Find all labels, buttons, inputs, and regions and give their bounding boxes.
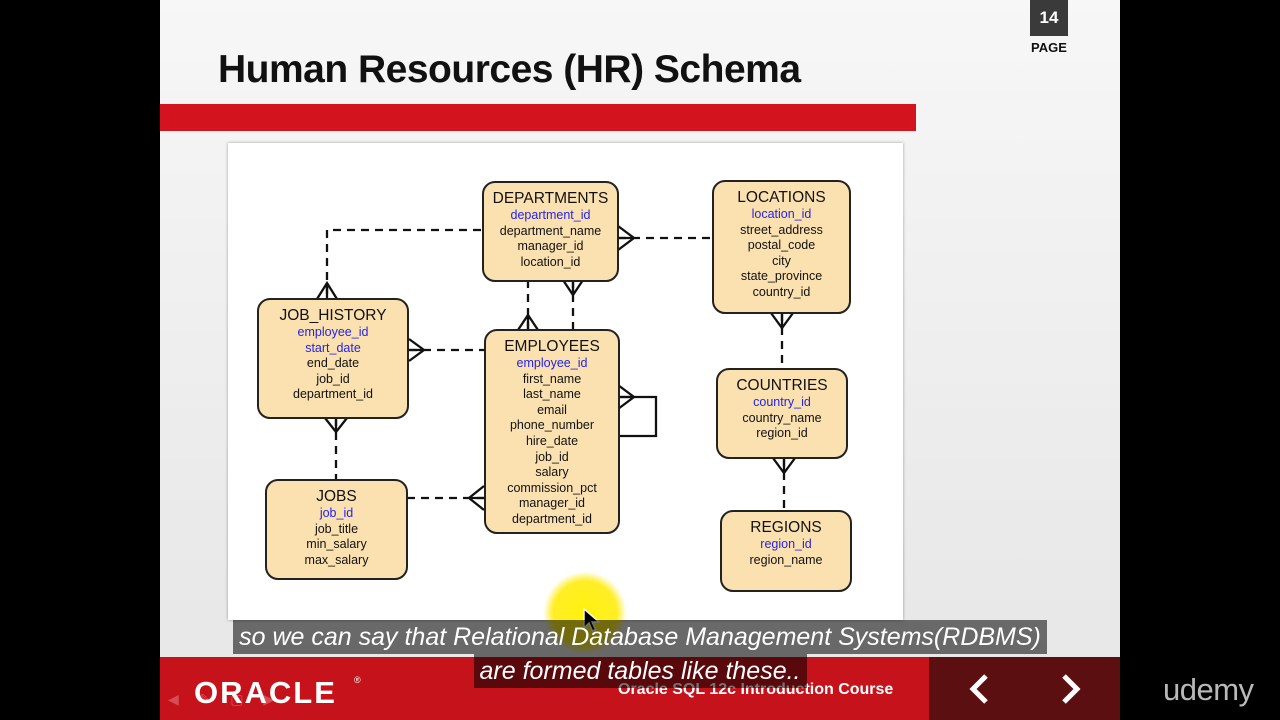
entity-name: COUNTRIES — [736, 377, 828, 394]
entity-key: region_id — [760, 537, 812, 551]
crowfoot-jobhistory-dept — [316, 280, 338, 300]
footer-nav-area — [929, 657, 1120, 720]
entity-field: city — [772, 253, 791, 268]
entity-field: region_name — [749, 552, 823, 567]
entity-key: department_id — [510, 208, 591, 222]
entity-name: DEPARTMENTS — [492, 190, 609, 207]
crowfoot-dept-emp — [562, 279, 584, 298]
line-jobhistory-departments — [325, 228, 481, 299]
entity-employees: EMPLOYEES employee_id first_name last_na… — [484, 329, 620, 534]
entity-field: department_id — [512, 511, 592, 526]
entity-field: manager_id — [517, 239, 584, 254]
crowfoot-jobhistory-employees — [408, 338, 426, 362]
entity-field: end_date — [306, 356, 360, 371]
entity-field: country_name — [742, 410, 822, 425]
entity-field: job_id — [316, 371, 350, 386]
subtitle-line-2: are formed tables like these.. — [473, 654, 807, 688]
entity-field: region_id — [756, 426, 808, 441]
entity-field: phone_number — [509, 418, 595, 433]
entity-field: street_address — [740, 222, 823, 237]
page-label: PAGE — [1031, 40, 1067, 55]
entity-name: LOCATIONS — [737, 189, 826, 206]
oracle-logo: ORACLE — [194, 675, 337, 710]
chevron-left-icon[interactable] — [954, 669, 1004, 709]
entity-field: location_id — [520, 254, 581, 269]
entity-field: postal_code — [747, 238, 816, 253]
udemy-logo: udemy — [1163, 672, 1254, 707]
crowfoot-jobhistory-jobs — [324, 417, 348, 434]
entity-field: hire_date — [525, 433, 579, 448]
entity-field: manager_id — [518, 496, 585, 511]
entity-key: employee_id — [516, 356, 588, 370]
relationship-lines — [316, 225, 796, 511]
entity-key: job_id — [319, 506, 354, 520]
faint-toolbar-icons: ◀ ✎ ▢ ▶ — [168, 691, 283, 707]
entity-field: job_title — [314, 521, 359, 536]
entity-field: state_province — [740, 269, 823, 284]
chevron-right-icon[interactable] — [1046, 669, 1096, 709]
crowfoot-jobs-employees — [467, 485, 485, 511]
crowfoot-departments-locations — [617, 225, 636, 251]
entity-regions: REGIONS region_id region_name — [720, 510, 852, 592]
subtitle-line-1: so we can say that Relational Database M… — [233, 620, 1047, 654]
entity-locations: LOCATIONS location_id street_address pos… — [712, 180, 851, 314]
title-accent-bar — [160, 104, 916, 131]
crowfoot-emp-dept — [517, 312, 539, 331]
crowfoot-locations-countries — [770, 312, 794, 330]
entity-name: EMPLOYEES — [504, 338, 600, 355]
slide: 14 PAGE Human Resources (HR) Schema — [160, 0, 1120, 720]
entity-key: start_date — [305, 340, 361, 355]
entity-name: REGIONS — [750, 519, 822, 536]
entity-job-history: JOB_HISTORY employee_id start_date end_d… — [257, 298, 409, 419]
entity-key: employee_id — [297, 325, 369, 339]
crowfoot-countries-regions — [772, 457, 796, 475]
entity-field: country_id — [752, 284, 811, 299]
entity-key: country_id — [753, 395, 811, 409]
er-diagram: DEPARTMENTS department_id department_nam… — [228, 143, 903, 620]
entity-countries: COUNTRIES country_id country_name region… — [716, 368, 848, 459]
entity-field: last_name — [523, 387, 581, 402]
registered-mark: ® — [354, 675, 361, 685]
entity-name: JOBS — [316, 488, 357, 505]
page-number-badge: 14 — [1030, 0, 1068, 36]
entity-key: location_id — [751, 207, 812, 221]
entity-field: job_id — [535, 449, 569, 464]
entity-field: department_name — [499, 223, 602, 238]
entity-field: department_id — [293, 387, 373, 402]
entity-jobs: JOBS job_id job_title min_salary max_sal… — [265, 479, 408, 580]
entity-field: min_salary — [306, 537, 367, 552]
entity-departments: DEPARTMENTS department_id department_nam… — [482, 181, 619, 282]
video-subtitles: so we can say that Relational Database M… — [160, 620, 1120, 688]
entity-field: salary — [535, 465, 569, 480]
slide-title: Human Resources (HR) Schema — [218, 48, 801, 91]
entity-field: first_name — [522, 371, 582, 386]
crowfoot-employees-self — [617, 384, 636, 410]
entity-name: JOB_HISTORY — [279, 307, 387, 324]
entity-field: max_salary — [304, 552, 369, 567]
entity-field: commission_pct — [507, 480, 597, 495]
entity-field: email — [537, 402, 567, 417]
line-employees-self — [618, 395, 658, 438]
